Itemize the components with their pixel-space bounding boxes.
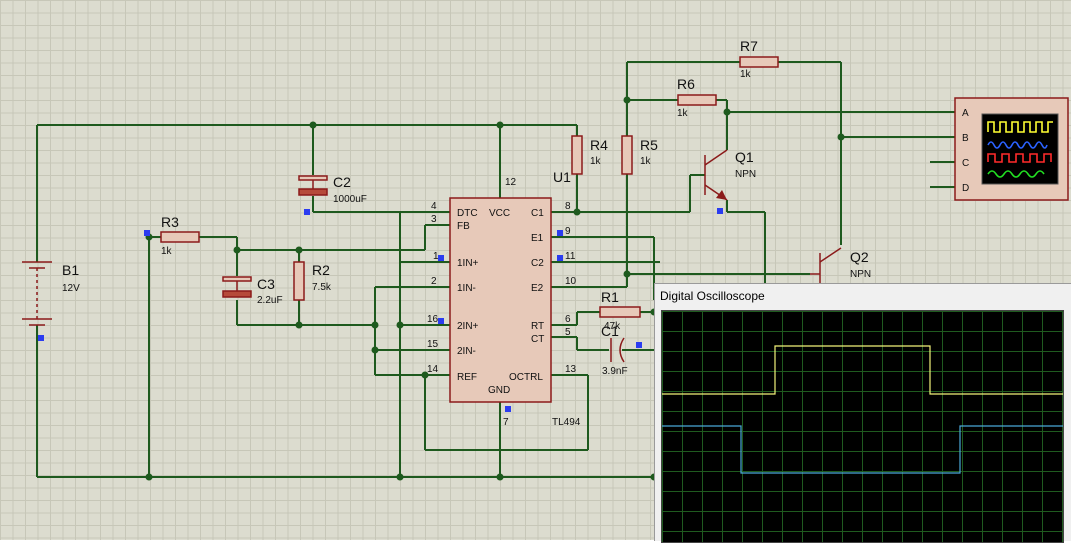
r1-ref: R1 <box>601 289 619 305</box>
capacitor-c2[interactable]: C2 1000uF <box>298 174 367 205</box>
c2-ref: C2 <box>333 174 351 190</box>
resistor-r7[interactable]: R7 1k <box>739 38 779 80</box>
scope-channel-d: D <box>962 183 969 194</box>
oscilloscope-instrument[interactable]: A B C D <box>954 97 1069 201</box>
pin-12-num: 12 <box>505 177 517 188</box>
r5-value: 1k <box>640 156 652 167</box>
scope-channel-a: A <box>962 108 969 119</box>
oscilloscope-window-title: Digital Oscilloscope <box>660 289 765 303</box>
c3-ref: C3 <box>257 276 275 292</box>
pin-2inp-name: 2IN+ <box>457 321 479 332</box>
pin-1inp-name: 1IN+ <box>457 258 479 269</box>
junction-dots <box>145 96 845 481</box>
q2-ref: Q2 <box>850 249 869 265</box>
pin-8-num: 8 <box>565 201 571 212</box>
r6-value: 1k <box>677 108 689 119</box>
c3-value: 2.2uF <box>257 295 283 306</box>
pin-2-num: 2 <box>431 276 437 287</box>
b1-value: 12V <box>62 283 80 294</box>
pin-vcc-name: VCC <box>489 208 510 219</box>
resistor-r1[interactable]: R1 47k <box>599 289 641 332</box>
pin-14-num: 14 <box>427 364 439 375</box>
pin-octrl-name: OCTRL <box>509 372 543 383</box>
r6-ref: R6 <box>677 76 695 92</box>
pin-ct-name: CT <box>531 334 544 345</box>
resistor-r5[interactable]: R5 1k <box>621 135 658 175</box>
capacitor-c1[interactable]: C1 3.9nF <box>601 323 628 377</box>
oscilloscope-display[interactable] <box>661 310 1064 543</box>
pin-5-num: 5 <box>565 327 571 338</box>
r5-ref: R5 <box>640 137 658 153</box>
r2-value: 7.5k <box>312 282 332 293</box>
pin-2inm-name: 2IN- <box>457 346 476 357</box>
pin-dtc-name: DTC <box>457 208 478 219</box>
transistor-q1[interactable]: Q1 NPN <box>704 149 756 201</box>
r3-value: 1k <box>161 246 173 257</box>
b1-ref: B1 <box>62 262 79 278</box>
transistor-q2[interactable]: Q2 NPN <box>810 247 871 285</box>
resistor-r2[interactable]: R2 7.5k <box>293 261 332 301</box>
c1-value: 3.9nF <box>602 366 628 377</box>
trace-channel-a <box>662 345 1063 395</box>
u1-part: TL494 <box>552 417 581 428</box>
pin-fb-name: FB <box>457 221 470 232</box>
pin-c2-name: C2 <box>531 258 544 269</box>
pin-10-num: 10 <box>565 276 577 287</box>
pin-13-num: 13 <box>565 364 577 375</box>
pin-e1-name: E1 <box>531 233 544 244</box>
pin-4-num: 4 <box>431 201 437 212</box>
resistor-r4[interactable]: R4 1k <box>571 135 608 175</box>
trace-channel-b <box>662 425 1063 474</box>
r7-value: 1k <box>740 69 752 80</box>
ic-u1-tl494[interactable]: U1 TL494 4 DTC 3 FB 1 1IN+ 2 1IN- 16 2IN… <box>427 169 581 428</box>
r4-value: 1k <box>590 156 602 167</box>
r4-ref: R4 <box>590 137 608 153</box>
oscilloscope-traces <box>662 345 1063 474</box>
c2-value: 1000uF <box>333 194 367 205</box>
battery-b1[interactable]: B1 12V <box>22 261 80 326</box>
u1-ref: U1 <box>553 169 571 185</box>
resistor-r6[interactable]: R6 1k <box>677 76 717 119</box>
capacitor-c3[interactable]: C3 2.2uF <box>222 276 283 306</box>
pin-9-num: 9 <box>565 226 571 237</box>
q1-value: NPN <box>735 169 756 180</box>
pin-6-num: 6 <box>565 314 571 325</box>
pin-1inm-name: 1IN- <box>457 283 476 294</box>
r1-value: 47k <box>604 321 621 332</box>
pin-gnd-name: GND <box>488 385 510 396</box>
resistor-r3[interactable]: R3 1k <box>160 214 200 257</box>
pin-e2-name: E2 <box>531 283 544 294</box>
pin-15-num: 15 <box>427 339 439 350</box>
digital-oscilloscope-window[interactable]: Digital Oscilloscope <box>654 283 1071 543</box>
pin-ref-name: REF <box>457 372 477 383</box>
q1-ref: Q1 <box>735 149 754 165</box>
pin-rt-name: RT <box>531 321 544 332</box>
c1-ref: C1 <box>601 323 619 339</box>
scope-channel-c: C <box>962 158 969 169</box>
r2-ref: R2 <box>312 262 330 278</box>
pin-16-num: 16 <box>427 314 439 325</box>
r3-ref: R3 <box>161 214 179 230</box>
pin-c1-name: C1 <box>531 208 544 219</box>
pin-1-num: 1 <box>433 251 439 262</box>
pin-markers <box>38 208 723 412</box>
r7-ref: R7 <box>740 38 758 54</box>
scope-channel-b: B <box>962 133 969 144</box>
pin-3-num: 3 <box>431 214 437 225</box>
pin-7-num: 7 <box>503 417 509 428</box>
pin-11-num: 11 <box>565 251 576 262</box>
q2-value: NPN <box>850 269 871 280</box>
